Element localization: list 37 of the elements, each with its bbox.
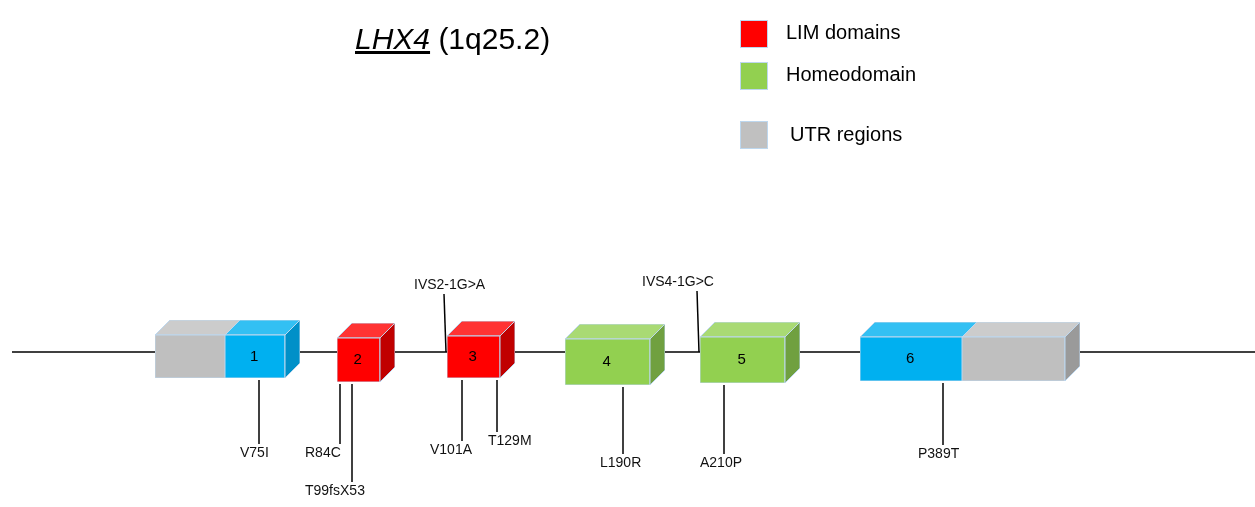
leader-line — [443, 293, 447, 353]
mutation-label: T129M — [488, 432, 532, 448]
mutation-label: P389T — [918, 445, 960, 461]
leader-line — [258, 379, 260, 445]
leader-line — [622, 386, 624, 455]
intron-line — [799, 351, 861, 353]
title: LHX4 (1q25.2) — [355, 22, 551, 56]
mutation-label: T99fsX53 — [305, 482, 365, 498]
exon-number: 1 — [250, 346, 259, 364]
mutation-label: V75I — [240, 444, 269, 460]
intron-line — [1079, 351, 1255, 353]
intron-line — [11, 351, 156, 353]
exon-number: 5 — [737, 350, 746, 367]
leader-line — [723, 384, 725, 455]
exon-number: 3 — [468, 347, 477, 364]
mutation-label: R84C — [305, 444, 341, 460]
exon-number: 4 — [602, 352, 611, 369]
intron-line — [299, 351, 338, 353]
mutation-label: IVS2-1G>A — [414, 276, 486, 292]
intron-line — [514, 351, 566, 353]
mutation-label: L190R — [600, 454, 642, 470]
leader-line — [496, 379, 498, 433]
mutation-label: IVS4-1G>C — [642, 273, 714, 289]
leader-line — [351, 383, 353, 483]
exon-number: 2 — [353, 350, 362, 367]
leader-line — [696, 290, 700, 353]
mutation-label: V101A — [430, 441, 473, 457]
legend-label: Homeodomain — [786, 63, 917, 86]
legend-label: UTR regions — [790, 123, 903, 146]
intron-line — [394, 351, 448, 353]
leader-line — [339, 383, 341, 445]
exon-number: 6 — [906, 349, 915, 366]
leader-line — [461, 379, 463, 442]
mutation-label: A210P — [700, 454, 743, 470]
legend-label: LIM domains — [786, 21, 901, 44]
leader-line — [942, 382, 944, 446]
intron-line — [664, 351, 701, 353]
